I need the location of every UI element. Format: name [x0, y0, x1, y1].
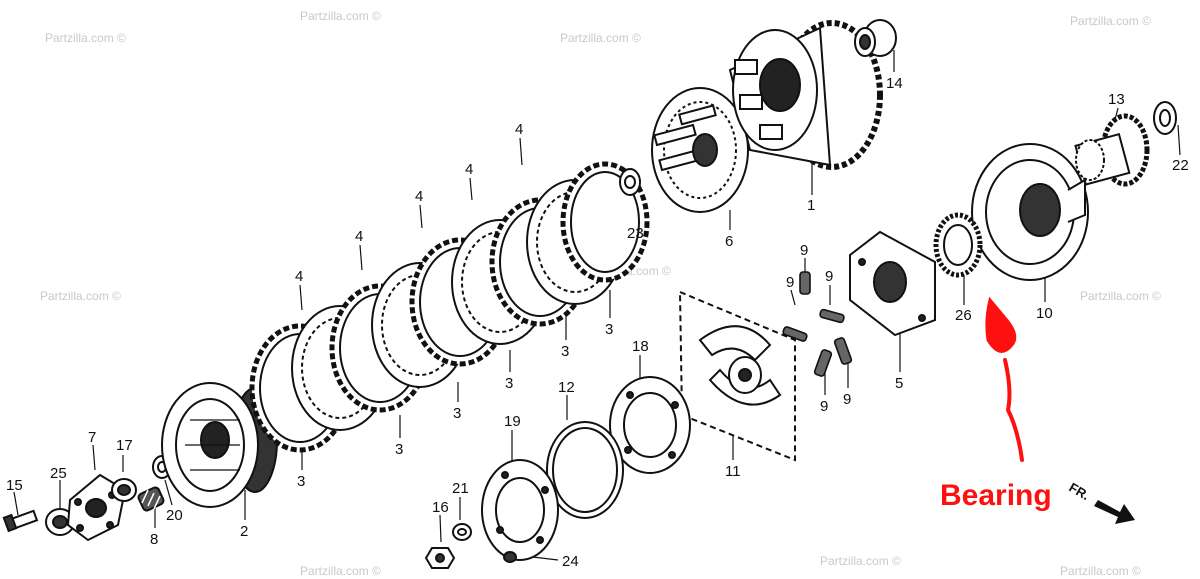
callout-3: 3	[297, 473, 305, 490]
part-14-collar	[854, 19, 897, 57]
callout-15: 15	[6, 477, 23, 494]
callout-13: 13	[1108, 91, 1125, 108]
part-9-springs	[782, 271, 853, 377]
part-16-nut	[424, 547, 456, 569]
callout-2: 2	[240, 523, 248, 540]
callout-16: 16	[432, 499, 449, 516]
watermarks: Partzilla.com © Partzilla.com © Partzill…	[40, 9, 1161, 578]
part-17-bearing	[111, 478, 137, 502]
part-18-plate	[609, 376, 691, 474]
watermark: Partzilla.com ©	[1070, 14, 1151, 28]
callout-14: 14	[886, 75, 903, 92]
callout-4: 4	[515, 121, 523, 138]
direction-arrow-icon	[1094, 500, 1135, 524]
part-12-ring	[546, 421, 624, 519]
callout-1: 1	[807, 197, 815, 214]
callout-9: 9	[800, 242, 808, 259]
callout-9: 9	[825, 268, 833, 285]
part-7-plate	[66, 473, 127, 542]
callout-25: 25	[50, 465, 67, 482]
part-6-pressure-plate	[651, 87, 749, 213]
part-26-bearing	[933, 212, 983, 278]
callout-5: 5	[895, 375, 903, 392]
part-11-weights	[678, 290, 796, 462]
callouts: 1 2 3 3 3 3 3 3 4 4 4 4 4 5 6 7 8 9 9 9 …	[6, 75, 1189, 570]
callout-9: 9	[786, 274, 794, 291]
callout-11: 11	[725, 463, 741, 480]
callout-23: 23	[627, 225, 644, 242]
watermark: Partzilla.com ©	[1080, 289, 1161, 303]
callout-22: 22	[1172, 157, 1189, 174]
watermark: Partzilla.com ©	[300, 564, 381, 578]
callout-4: 4	[355, 228, 363, 245]
callout-3: 3	[505, 375, 513, 392]
parts	[2, 19, 1177, 569]
part-10-drum	[971, 143, 1089, 281]
bearing-label: Bearing	[940, 479, 1052, 512]
annotation-arrow-line	[1003, 358, 1024, 462]
watermark: Partzilla.com ©	[40, 289, 121, 303]
callout-3: 3	[605, 321, 613, 338]
part-5-drive-plate	[849, 230, 936, 337]
part-21-washer	[452, 523, 472, 541]
callout-9: 9	[820, 398, 828, 415]
callout-4: 4	[465, 161, 473, 178]
watermark: Partzilla.com ©	[300, 9, 381, 23]
callout-3: 3	[453, 405, 461, 422]
part-19-plate	[481, 459, 559, 561]
watermark: Partzilla.com ©	[1060, 564, 1141, 578]
callout-21: 21	[452, 480, 469, 497]
callout-12: 12	[558, 379, 575, 396]
clutch-plate-stack	[249, 161, 650, 453]
callout-20: 20	[166, 507, 183, 524]
part-24-pin	[503, 551, 517, 563]
part-23-washer	[619, 168, 641, 196]
callout-9: 9	[843, 391, 851, 408]
callout-24: 24	[562, 553, 579, 570]
callout-4: 4	[295, 268, 303, 285]
part-8-spring	[137, 486, 165, 512]
direction-label: FR.	[1067, 480, 1093, 503]
part-22-washer	[1153, 101, 1177, 135]
callout-18: 18	[632, 338, 649, 355]
callout-7: 7	[88, 429, 96, 446]
watermark: Partzilla.com ©	[820, 554, 901, 568]
part-25-bearing	[45, 508, 75, 536]
callout-6: 6	[725, 233, 733, 250]
bearing-annotation: Bearing	[940, 296, 1052, 512]
callout-19: 19	[504, 413, 521, 430]
watermark: Partzilla.com ©	[45, 31, 126, 45]
watermark: Partzilla.com ©	[560, 31, 641, 45]
callout-4: 4	[415, 188, 423, 205]
callout-17: 17	[116, 437, 133, 454]
part-13-gear	[1074, 113, 1150, 187]
callout-3: 3	[395, 441, 403, 458]
callout-10: 10	[1036, 305, 1053, 322]
part-1-clutch-basket	[728, 20, 883, 170]
front-direction-indicator: FR.	[1067, 480, 1135, 524]
callout-3: 3	[561, 343, 569, 360]
callout-26: 26	[955, 307, 972, 324]
part-15-bolt	[2, 509, 39, 533]
callout-8: 8	[150, 531, 158, 548]
